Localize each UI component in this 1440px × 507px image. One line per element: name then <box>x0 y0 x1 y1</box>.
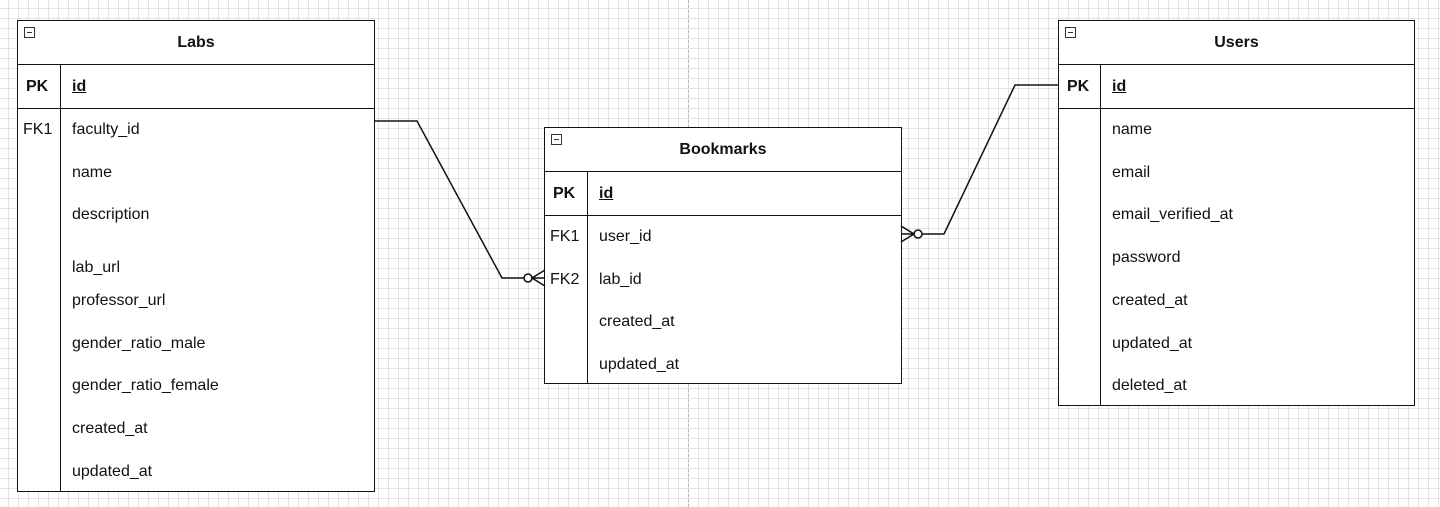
fk2-label: FK2 <box>550 271 580 288</box>
key-column-divider <box>60 64 61 491</box>
entity-title: Users <box>1214 33 1259 51</box>
entity-labs[interactable]: Labs PK id FK1 faculty_id name descripti… <box>17 20 375 492</box>
pk-field: id <box>72 78 87 95</box>
relationship-labs-bookmarks[interactable] <box>375 120 546 287</box>
relationship-users-bookmarks[interactable] <box>900 84 1058 243</box>
field-email[interactable]: email <box>1112 164 1151 181</box>
key-column-divider <box>1100 64 1101 405</box>
pk-label: PK <box>1067 78 1090 95</box>
primary-key-row[interactable]: PK id <box>18 65 374 109</box>
field-professor-url[interactable]: professor_url <box>72 292 166 309</box>
field-gender-ratio-male[interactable]: gender_ratio_male <box>72 335 206 352</box>
entity-header: Bookmarks <box>545 128 901 172</box>
field-name[interactable]: name <box>1112 121 1153 138</box>
pk-field: id <box>1112 78 1127 95</box>
field-created-at[interactable]: created_at <box>72 420 148 437</box>
pk-label: PK <box>553 185 576 202</box>
field-updated-at[interactable]: updated_at <box>1112 335 1193 352</box>
field-password[interactable]: password <box>1112 249 1181 266</box>
collapse-icon[interactable] <box>551 134 562 145</box>
primary-key-row[interactable]: PK id <box>1059 65 1414 109</box>
field-created-at[interactable]: created_at <box>1112 292 1188 309</box>
field-created-at[interactable]: created_at <box>599 313 675 330</box>
pk-field: id <box>599 185 614 202</box>
pk-label: PK <box>26 78 49 95</box>
field-updated-at[interactable]: updated_at <box>72 463 153 480</box>
entity-header: Users <box>1059 21 1414 65</box>
field-gender-ratio-female[interactable]: gender_ratio_female <box>72 377 219 394</box>
key-column-divider <box>587 171 588 383</box>
primary-key-row[interactable]: PK id <box>545 172 901 216</box>
field-faculty-id[interactable]: faculty_id <box>72 121 140 138</box>
field-lab-id[interactable]: lab_id <box>599 271 642 288</box>
field-email-verified-at[interactable]: email_verified_at <box>1112 206 1233 223</box>
field-updated-at[interactable]: updated_at <box>599 356 680 373</box>
collapse-icon[interactable] <box>24 27 35 38</box>
entity-users[interactable]: Users PK id name email email_verified_at… <box>1058 20 1415 406</box>
fk-label: FK1 <box>23 121 53 138</box>
field-lab-url[interactable]: lab_url <box>72 259 121 276</box>
entity-title: Labs <box>177 33 215 51</box>
field-deleted-at[interactable]: deleted_at <box>1112 377 1187 394</box>
entity-title: Bookmarks <box>679 140 767 158</box>
field-user-id[interactable]: user_id <box>599 228 652 245</box>
field-description[interactable]: description <box>72 206 150 223</box>
fk1-label: FK1 <box>550 228 580 245</box>
entity-header: Labs <box>18 21 374 65</box>
entity-bookmarks[interactable]: Bookmarks PK id FK1 user_id FK2 lab_id c… <box>544 127 902 384</box>
field-name[interactable]: name <box>72 164 113 181</box>
collapse-icon[interactable] <box>1065 27 1076 38</box>
